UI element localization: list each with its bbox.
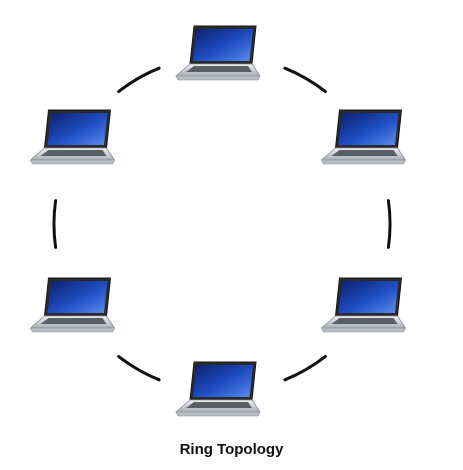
ring-link-6 <box>117 66 161 94</box>
ring-nodes <box>30 25 406 417</box>
ring-connections <box>52 66 392 382</box>
ring-link-1 <box>283 66 327 94</box>
ring-link-3 <box>283 354 327 382</box>
laptop-icon <box>321 109 406 165</box>
laptop-icon <box>321 277 406 333</box>
laptop-icon <box>30 277 115 333</box>
ring-link-2 <box>386 199 392 249</box>
laptop-icon <box>30 109 115 165</box>
diagram-caption: Ring Topology <box>179 441 284 458</box>
laptop-icon <box>175 25 261 81</box>
ring-link-5 <box>52 199 58 249</box>
laptop-icon <box>175 361 261 417</box>
ring-link-4 <box>117 354 161 382</box>
